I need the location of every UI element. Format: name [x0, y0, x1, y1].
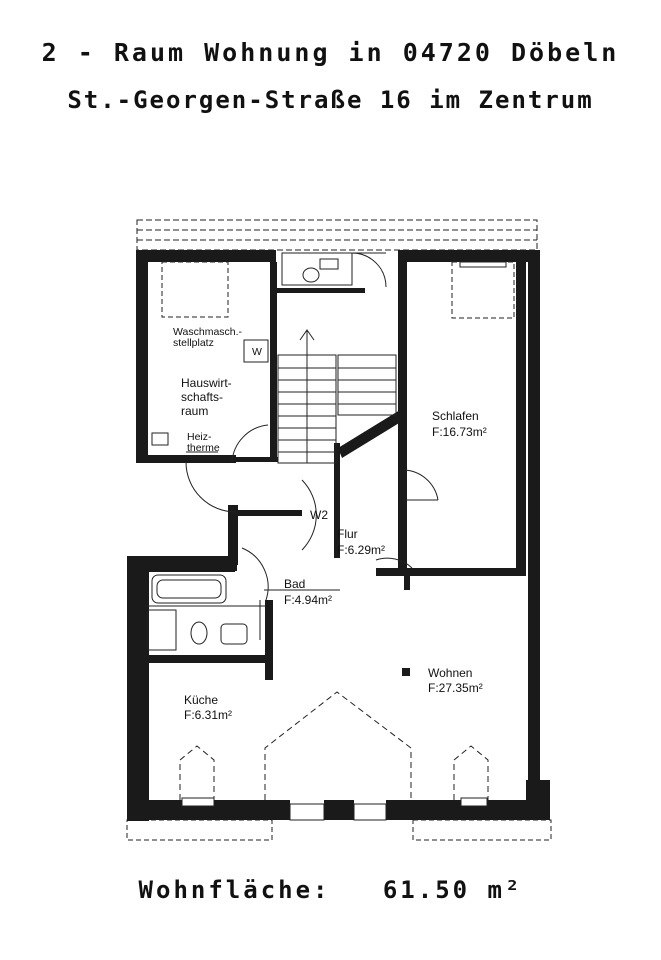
bathroom-fixtures	[145, 574, 265, 651]
utility-label-1: Hauswirt-	[181, 376, 232, 390]
windows	[181, 797, 488, 821]
bedroom-bed	[451, 261, 515, 319]
living-area-total: Wohnfläche: 61.50 m²	[0, 876, 661, 904]
outer-walls	[127, 250, 550, 821]
chimney	[402, 668, 410, 676]
kitchen-area: F:6.31m²	[184, 708, 232, 722]
staircase	[277, 329, 397, 464]
doors	[185, 424, 439, 640]
roof-eave	[136, 219, 538, 251]
listing-title: 2 - Raum Wohnung in 04720 Döbeln	[41, 38, 620, 67]
utility-label-2: schafts-	[181, 390, 223, 404]
heater-label-2: therme	[187, 442, 220, 454]
living-room-name: Wohnen	[428, 666, 472, 680]
bedroom-name: Schlafen	[432, 409, 479, 423]
washer-symbol: W	[252, 346, 262, 358]
dormers	[179, 691, 489, 800]
wc-label: W2	[310, 508, 328, 522]
bathroom-name: Bad	[284, 577, 305, 591]
utility-room-fixtures	[151, 261, 269, 453]
utility-label-3: raum	[181, 404, 208, 418]
living-area-label: Wohnfläche:	[138, 876, 331, 904]
listing-address: St.-Georgen-Straße 16 im Zentrum	[67, 86, 594, 114]
living-room-area: F:27.35m²	[428, 681, 483, 695]
heater-label-1: Heiz-	[187, 431, 212, 443]
hallway-area: F:6.29m²	[337, 543, 385, 557]
bedroom-area: F:16.73m²	[432, 425, 487, 439]
living-area-value: 61.50 m²	[382, 876, 523, 904]
stair-wall	[338, 410, 404, 458]
washer-label-1: Waschmasch.-	[173, 326, 243, 338]
bottom-eave	[126, 819, 552, 841]
bathroom-area: F:4.94m²	[284, 593, 332, 607]
hallway-name: Flur	[337, 527, 358, 541]
kitchen-name: Küche	[184, 693, 218, 707]
wc-fixtures	[281, 252, 387, 288]
washer-label-2: stellplatz	[173, 337, 214, 349]
interior-walls	[145, 262, 526, 680]
